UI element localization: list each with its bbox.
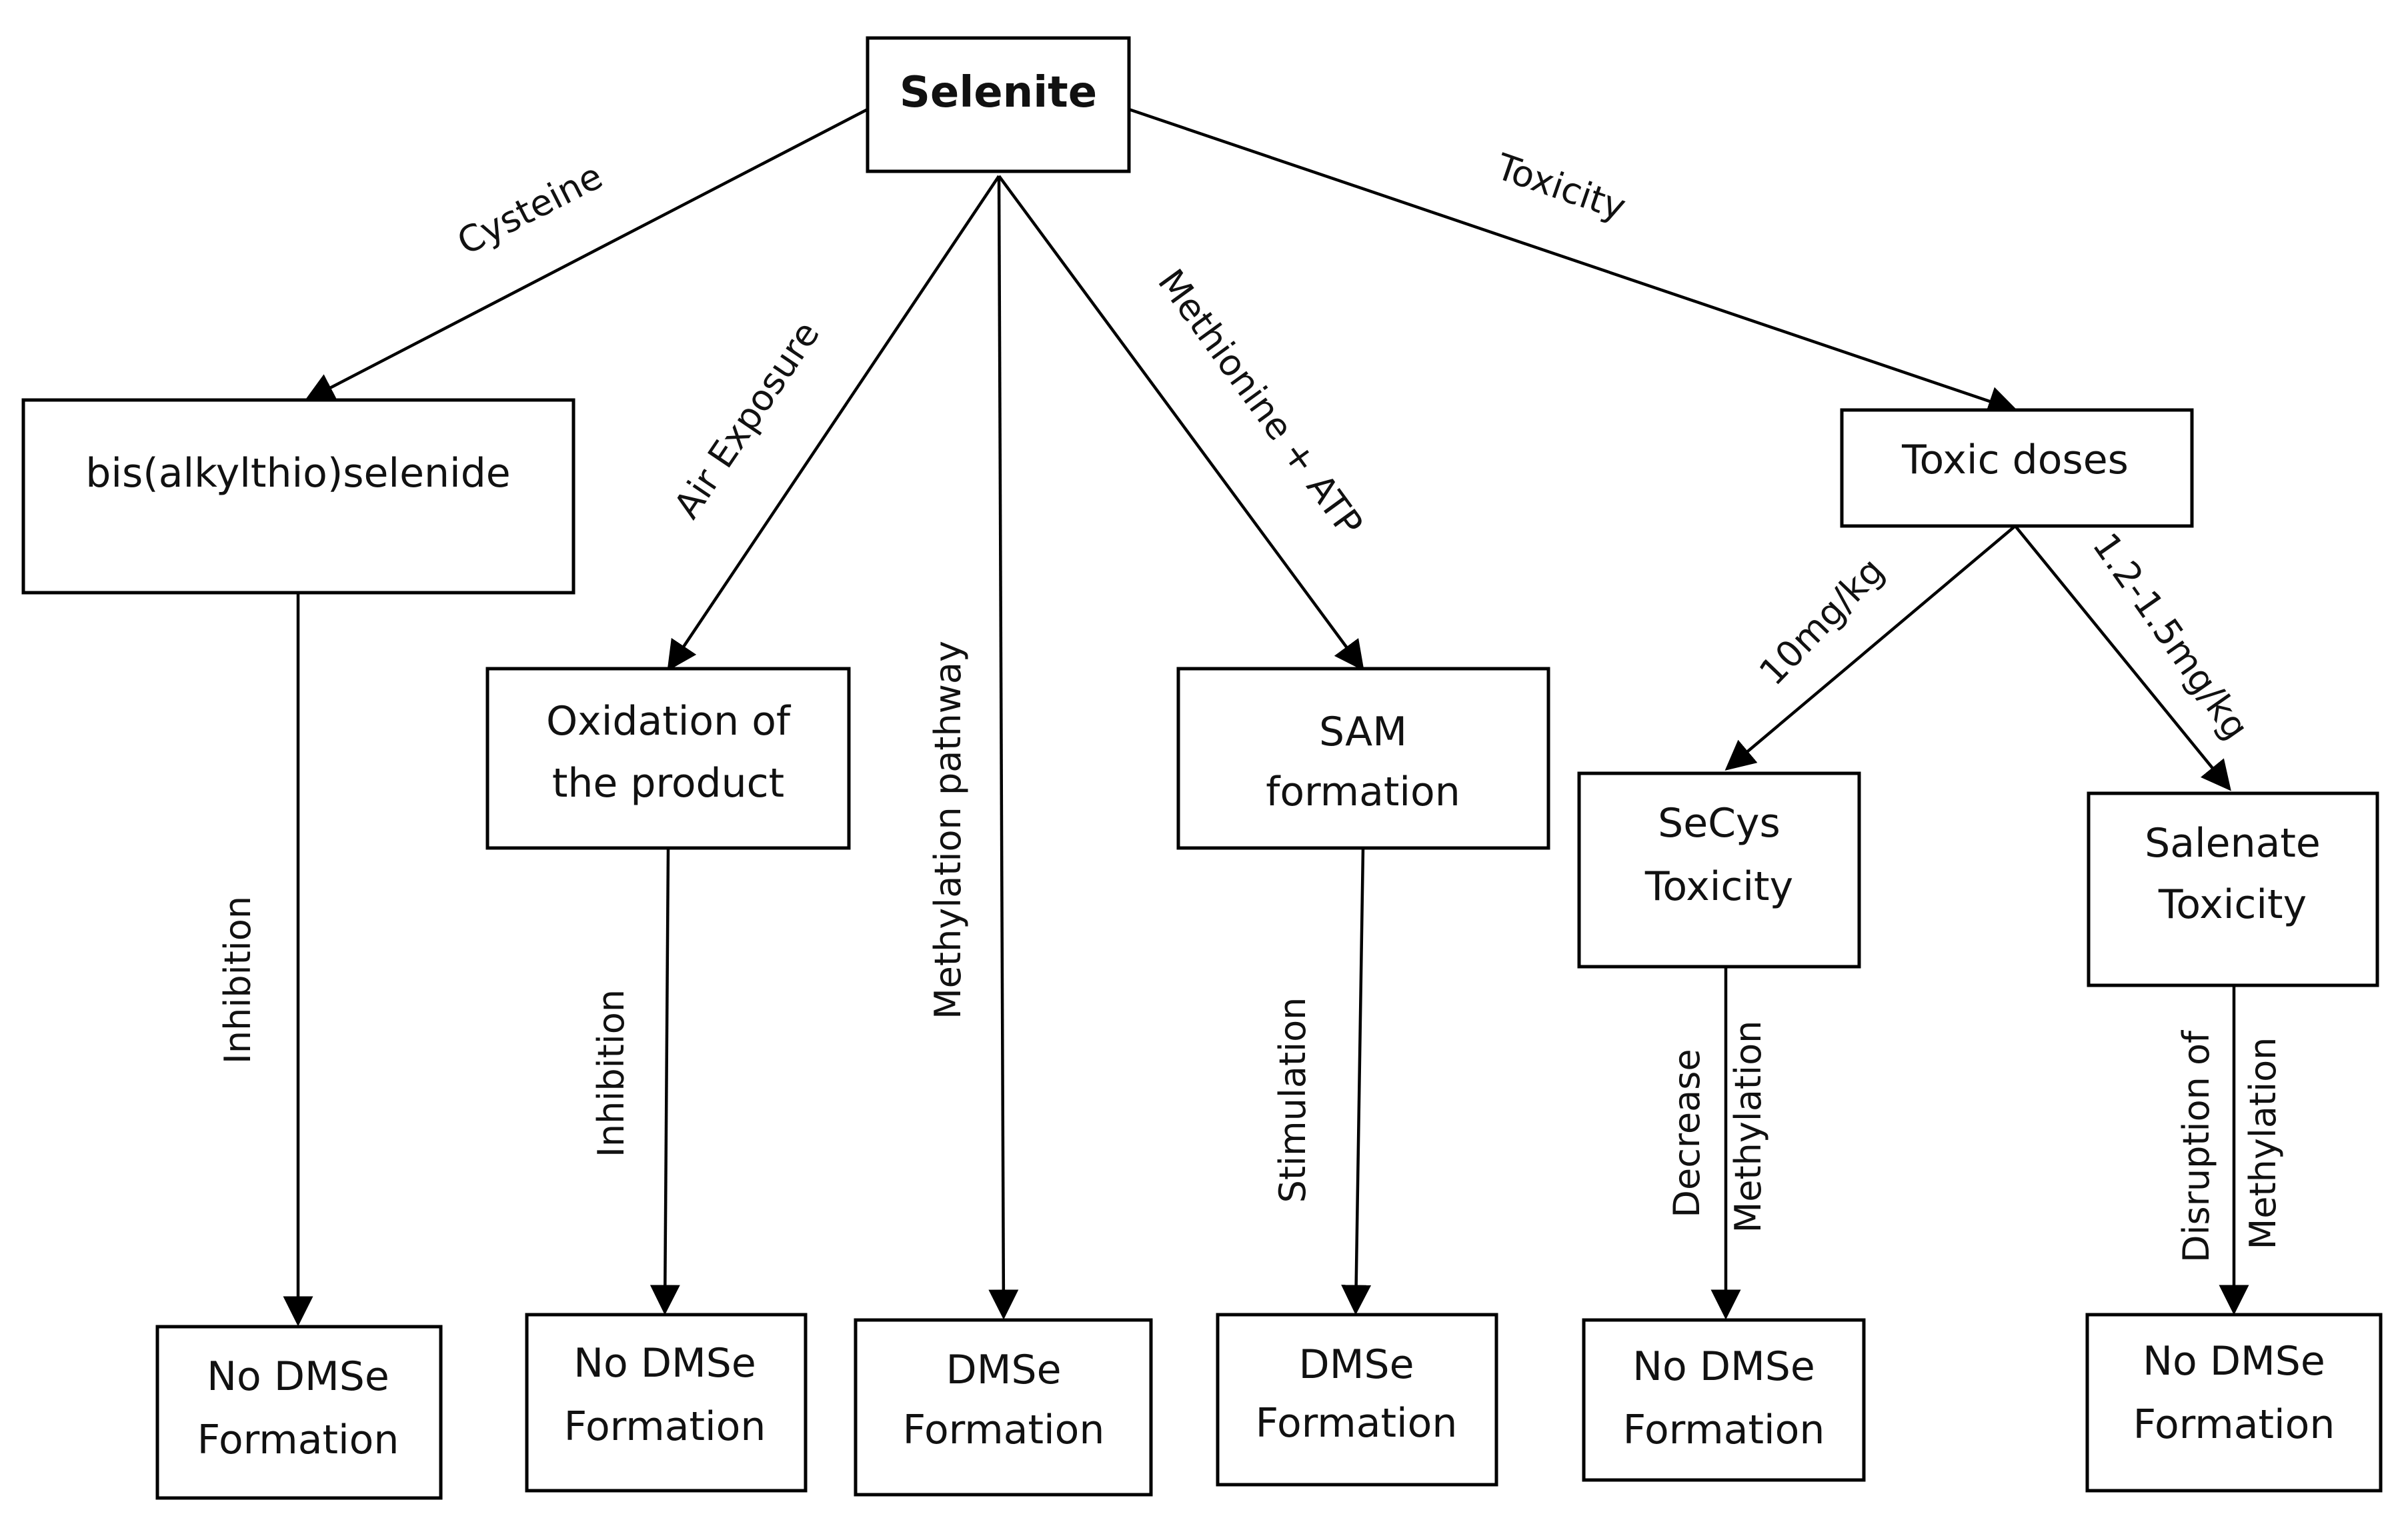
toxic-doses-label: Toxic doses xyxy=(1901,437,2129,483)
salenate-line-2: Toxicity xyxy=(2158,881,2307,928)
outcome-1-line-2: Formation xyxy=(197,1417,399,1463)
node-outcome-2: No DMSe Formation xyxy=(525,1313,808,1493)
node-selenite: Selenite xyxy=(866,36,1131,173)
node-bis-alkylthio-selenide: bis(alkylthio)selenide xyxy=(21,398,575,595)
edge-1-2mg xyxy=(2014,525,2231,791)
node-outcome-5: No DMSe Formation xyxy=(1582,1318,1866,1482)
label-methionine-atp: Methionine + ATP xyxy=(1150,261,1371,544)
outcome-1-line-1: No DMSe xyxy=(207,1353,389,1400)
node-outcome-3: DMSe Formation xyxy=(854,1318,1153,1497)
label-air-exposure: Air Exposure xyxy=(666,314,828,526)
label-decrease: Decrease xyxy=(1666,1049,1708,1217)
secys-line-1: SeCys xyxy=(1658,800,1780,847)
node-outcome-4: DMSe Formation xyxy=(1216,1313,1498,1487)
label-methylation-b: Methylation xyxy=(2242,1037,2284,1250)
edge-inhibition-oxidation xyxy=(650,847,680,1315)
edge-air-exposure xyxy=(667,175,1000,671)
node-secys-toxicity: SeCys Toxicity xyxy=(1577,771,1861,969)
label-inhibition-oxidation: Inhibition xyxy=(590,989,632,1157)
node-toxic-doses: Toxic doses xyxy=(1840,408,2194,528)
outcome-2-line-2: Formation xyxy=(564,1403,766,1450)
edge-toxicity xyxy=(1128,107,2019,416)
node-salenate-toxicity: Salenate Toxicity xyxy=(2087,791,2379,987)
oxidation-line-2: the product xyxy=(552,760,784,807)
outcome-2-line-1: No DMSe xyxy=(573,1340,756,1387)
selenite-label: Selenite xyxy=(900,68,1097,117)
outcome-4-line-2: Formation xyxy=(1256,1400,1458,1447)
sam-line-1: SAM xyxy=(1319,709,1407,755)
edge-methionine-atp xyxy=(998,175,1364,671)
salenate-line-1: Salenate xyxy=(2145,820,2321,867)
edge-cysteine xyxy=(304,108,869,402)
label-toxicity: Toxicity xyxy=(1490,145,1631,229)
label-methylation-pathway: Methylation pathway xyxy=(927,641,969,1019)
label-10mg: 10mg/kg xyxy=(1751,549,1893,693)
label-disruption-of: Disruption of xyxy=(2175,1029,2217,1263)
label-cysteine: Cysteine xyxy=(451,155,610,263)
node-oxidation: Oxidation of the product xyxy=(485,667,851,850)
sam-line-2: formation xyxy=(1266,769,1460,815)
label-1-2mg: 1.2-1.5mg/kg xyxy=(2085,525,2257,747)
node-outcome-1: No DMSe Formation xyxy=(155,1325,443,1500)
outcome-5-line-2: Formation xyxy=(1623,1407,1825,1453)
outcome-4-line-1: DMSe xyxy=(1299,1341,1414,1388)
label-inhibition-bis: Inhibition xyxy=(217,896,259,1064)
node-outcome-6: No DMSe Formation xyxy=(2085,1313,2383,1493)
edges xyxy=(283,107,2249,1327)
oxidation-line-1: Oxidation of xyxy=(546,698,792,745)
edge-10mg xyxy=(1724,525,2017,771)
outcome-3-line-2: Formation xyxy=(903,1407,1105,1453)
outcome-6-line-2: Formation xyxy=(2133,1401,2335,1448)
node-sam-formation: SAM formation xyxy=(1176,667,1550,850)
label-stimulation: Stimulation xyxy=(1272,997,1314,1203)
secys-line-2: Toxicity xyxy=(1644,863,1793,910)
outcome-6-line-1: No DMSe xyxy=(2143,1338,2325,1385)
edge-stimulation xyxy=(1341,847,1372,1315)
edge-methylation-pathway xyxy=(988,175,1019,1320)
label-methylation-a: Methylation xyxy=(1727,1021,1769,1233)
outcome-5-line-1: No DMSe xyxy=(1632,1343,1815,1390)
outcome-3-line-1: DMSe xyxy=(946,1347,1062,1393)
bis-label: bis(alkylthio)selenide xyxy=(85,450,510,497)
